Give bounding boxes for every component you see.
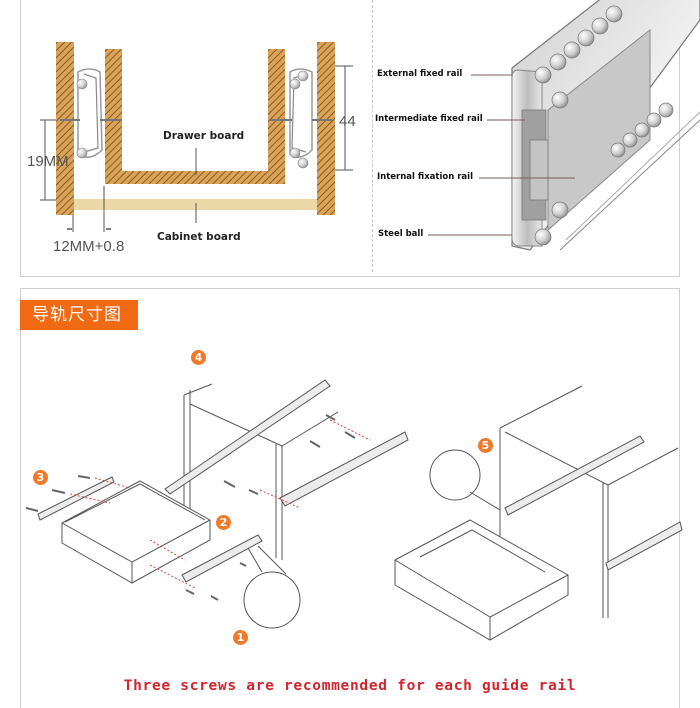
callout-steel-ball: Steel ball	[378, 229, 424, 239]
callout-external-fixed-rail: External fixed rail	[377, 69, 463, 79]
screw-recommendation-caption: Three screws are recommended for each gu…	[123, 678, 577, 694]
step-marker-3: 3	[33, 470, 48, 485]
panel-divider	[372, 0, 373, 272]
callout-intermediate-fixed-rail: Intermediate fixed rail	[375, 114, 483, 124]
dimension-19mm: 19MM	[27, 153, 69, 170]
cabinet-board-label: Cabinet board	[157, 231, 241, 243]
drawer-board-label: Drawer board	[163, 130, 245, 142]
callout-internal-fixation-rail: Internal fixation rail	[377, 172, 473, 182]
dimension-44: 44	[339, 113, 356, 130]
dimension-12mm: 12MM+0.8	[53, 238, 125, 255]
step-marker-4: 4	[191, 350, 206, 365]
section-tag: 导轨尺寸图	[20, 300, 138, 330]
step-marker-1: 1	[233, 630, 248, 645]
step-marker-2: 2	[216, 515, 231, 530]
step-marker-5: 5	[478, 438, 493, 453]
